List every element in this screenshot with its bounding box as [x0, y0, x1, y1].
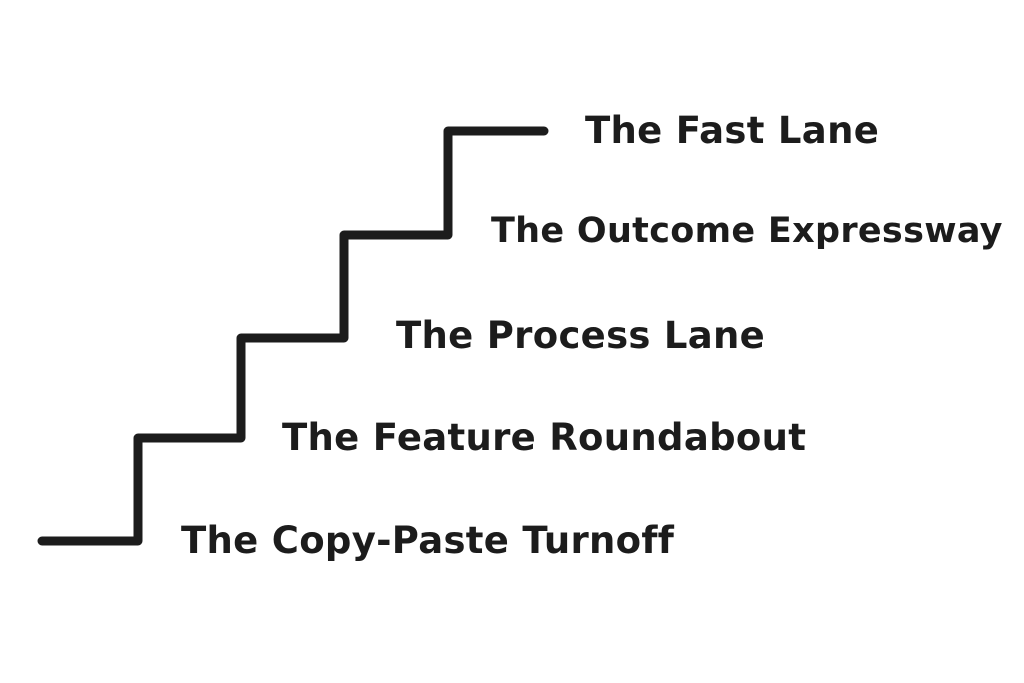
step-label-process-lane: The Process Lane: [396, 314, 766, 357]
step-label-fast-lane: The Fast Lane: [585, 109, 880, 152]
staircase-path: [37, 126, 549, 546]
step-label-feature-roundabout: The Feature Roundabout: [282, 416, 807, 459]
step-label-copy-paste-turnoff: The Copy-Paste Turnoff: [181, 519, 675, 562]
step-label-outcome-expressway: The Outcome Expressway: [491, 211, 1003, 251]
